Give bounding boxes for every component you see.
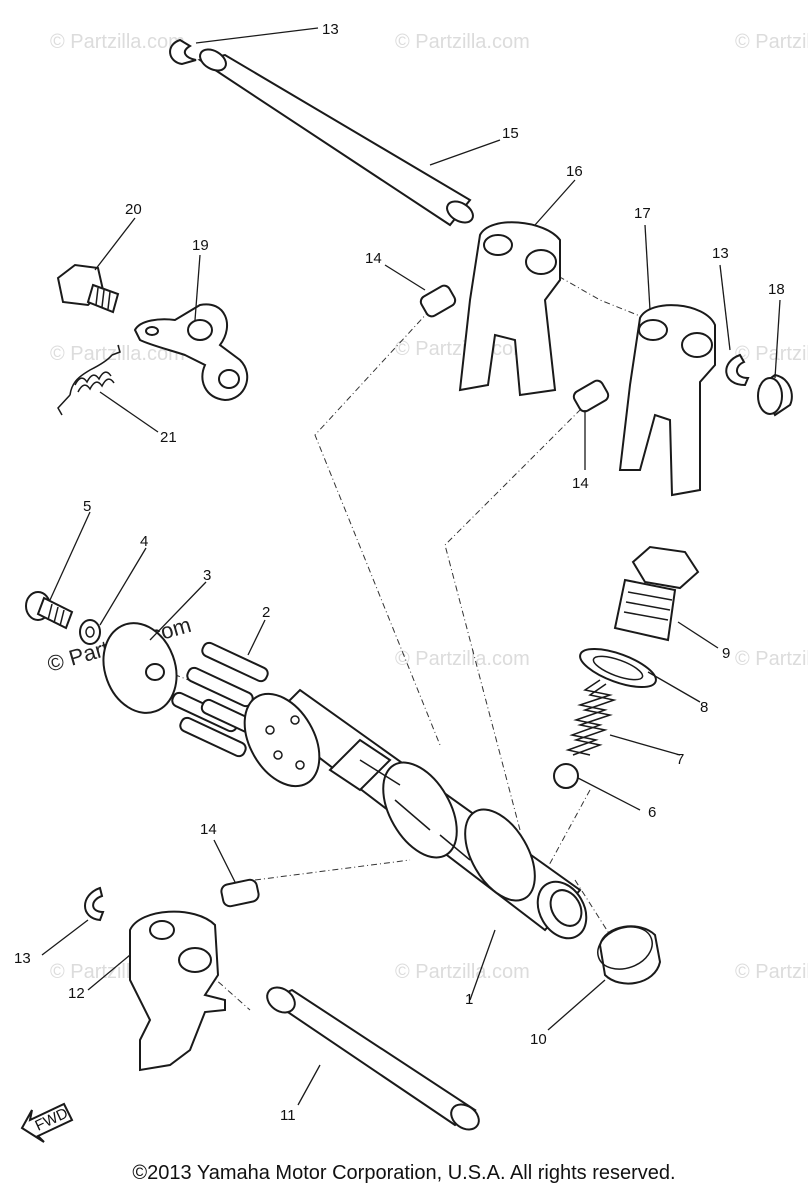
part-18-cap <box>757 373 793 417</box>
part-3-segment <box>102 622 178 714</box>
callout-13: 13 <box>14 950 31 967</box>
part-13-clip-lower <box>84 886 105 922</box>
part-2-pins <box>171 641 269 758</box>
part-17-shift-fork <box>618 304 716 497</box>
part-14-guide-pin-upper <box>419 284 457 318</box>
callout-6: 6 <box>648 804 656 821</box>
callout-13: 13 <box>322 21 339 38</box>
callout-17: 17 <box>634 205 651 222</box>
callout-8: 8 <box>700 699 708 716</box>
watermark: © Partzilla.com <box>735 961 808 983</box>
part-8-gasket <box>579 648 657 688</box>
watermark: © Partzilla.com <box>735 343 808 365</box>
part-10-cap <box>597 925 662 985</box>
callout-14: 14 <box>572 475 589 492</box>
part-11-shift-fork-shaft <box>266 986 480 1131</box>
callout-labels: 13 15 16 17 13 18 20 19 14 21 14 5 4 3 2… <box>14 21 785 1124</box>
watermark: © Partzilla.com <box>395 338 530 360</box>
part-13-clip-right <box>725 353 750 387</box>
part-21-spring <box>57 344 121 416</box>
part-7-spring <box>565 679 617 756</box>
part-14-guide-pin-middle <box>572 379 610 413</box>
watermark: © Partzilla.com <box>395 31 530 53</box>
callout-12: 12 <box>68 985 85 1002</box>
callout-13: 13 <box>712 245 729 262</box>
part-12-shift-fork <box>129 910 226 1072</box>
part-9-plug <box>613 545 700 642</box>
watermark: © Partzilla.com <box>50 343 185 365</box>
callout-5: 5 <box>83 498 91 515</box>
part-13-clip-top <box>169 38 197 66</box>
callout-21: 21 <box>160 429 177 446</box>
callout-19: 19 <box>192 237 209 254</box>
callout-4: 4 <box>140 533 148 550</box>
callout-3: 3 <box>203 567 211 584</box>
callout-2: 2 <box>262 604 270 621</box>
callout-18: 18 <box>768 281 785 298</box>
part-20-bolt <box>56 263 120 314</box>
callout-9: 9 <box>722 645 730 662</box>
watermark: © Partzilla.com <box>395 961 530 983</box>
callout-1: 1 <box>465 991 473 1008</box>
callout-11: 11 <box>280 1107 296 1124</box>
fwd-arrow-icon: FWD <box>20 1102 74 1143</box>
watermark: © Partzilla.com <box>50 31 185 53</box>
part-14-guide-pin-lower <box>220 878 260 908</box>
part-6-ball <box>553 763 579 789</box>
part-5-screw <box>25 591 74 630</box>
callout-10: 10 <box>530 1031 547 1048</box>
watermark: © Partzilla.com <box>735 648 808 670</box>
part-15-shift-fork-shaft <box>197 48 474 227</box>
callout-16: 16 <box>566 163 583 180</box>
watermark: © Partzilla.com <box>395 648 530 670</box>
leader-lines <box>41 27 781 1106</box>
callout-15: 15 <box>502 125 519 142</box>
callout-14: 14 <box>200 821 217 838</box>
callout-20: 20 <box>125 201 142 218</box>
callout-7: 7 <box>676 751 684 768</box>
copyright-notice: ©2013 Yamaha Motor Corporation, U.S.A. A… <box>132 1162 676 1184</box>
callout-14: 14 <box>365 250 382 267</box>
part-16-shift-fork <box>458 221 561 397</box>
shift-parts-diagram: © Partzilla.com © Partzilla.com © Partzi… <box>14 21 808 1143</box>
part-1-shift-drum <box>243 688 588 940</box>
part-19-stopper-lever <box>133 303 249 402</box>
part-4-washer <box>79 619 101 645</box>
watermark: © Partzilla.com <box>735 31 808 53</box>
